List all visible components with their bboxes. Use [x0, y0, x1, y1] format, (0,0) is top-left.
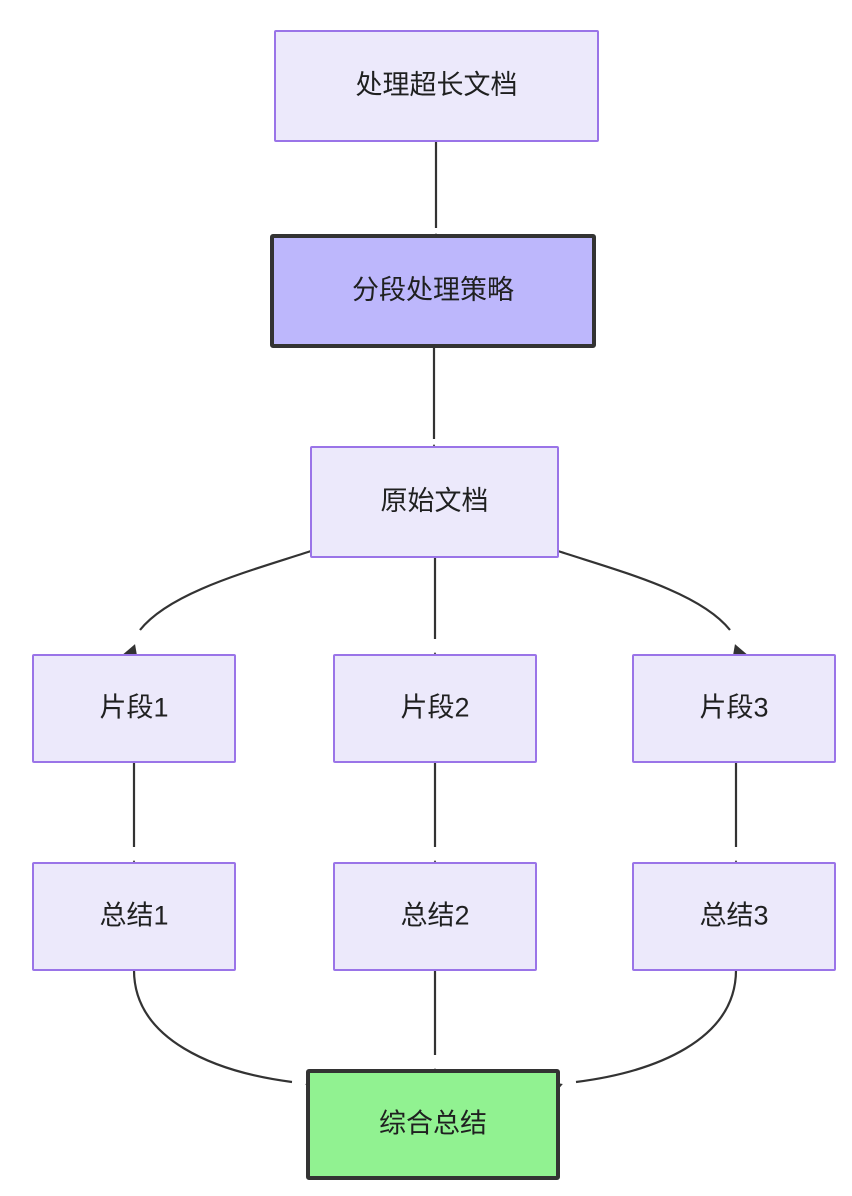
edge-n3-to-n4 — [122, 549, 312, 661]
node-box[interactable] — [333, 654, 537, 763]
node-n3[interactable]: 原始文档 — [310, 446, 559, 558]
edge-line — [575, 969, 738, 1084]
node-n7[interactable]: 总结1 — [32, 862, 236, 971]
edge-line — [132, 969, 293, 1084]
node-n1[interactable]: 处理超长文档 — [274, 30, 599, 142]
edge-n2-to-n3 — [426, 346, 442, 458]
node-n8[interactable]: 总结2 — [333, 862, 537, 971]
edge-n8-to-n10 — [427, 970, 443, 1082]
node-n5[interactable]: 片段2 — [333, 654, 537, 763]
node-n9[interactable]: 总结3 — [632, 862, 836, 971]
node-label: 分段处理策略 — [352, 275, 514, 305]
node-box[interactable] — [306, 1069, 560, 1180]
node-label: 片段3 — [699, 693, 768, 723]
edge-n5-to-n8 — [427, 762, 443, 874]
edge-n7-to-n10 — [132, 969, 322, 1097]
node-box[interactable] — [632, 654, 836, 763]
edge-line — [139, 549, 312, 631]
node-box[interactable] — [32, 654, 236, 763]
node-box[interactable] — [333, 862, 537, 971]
node-n4[interactable]: 片段1 — [32, 654, 236, 763]
edge-line — [557, 549, 731, 631]
edge-n6-to-n9 — [728, 762, 744, 874]
node-n10[interactable]: 综合总结 — [306, 1069, 560, 1180]
node-box[interactable] — [274, 30, 599, 142]
edge-n9-to-n10 — [546, 969, 738, 1097]
node-label: 总结3 — [699, 901, 768, 931]
node-n2[interactable]: 分段处理策略 — [270, 234, 596, 348]
node-label: 处理超长文档 — [356, 70, 518, 100]
node-label: 总结2 — [400, 901, 469, 931]
edge-n3-to-n6 — [557, 549, 748, 661]
node-n6[interactable]: 片段3 — [632, 654, 836, 763]
node-box[interactable] — [310, 446, 559, 558]
node-label: 原始文档 — [381, 486, 489, 516]
node-box[interactable] — [32, 862, 236, 971]
edge-n3-to-n5 — [427, 557, 443, 666]
edge-n4-to-n7 — [126, 762, 142, 874]
node-label: 片段1 — [99, 693, 168, 723]
edge-n1-to-n2 — [428, 141, 444, 247]
node-label: 片段2 — [400, 693, 469, 723]
node-box[interactable] — [270, 234, 596, 348]
node-label: 总结1 — [99, 901, 168, 931]
node-box[interactable] — [632, 862, 836, 971]
node-label: 综合总结 — [379, 1109, 487, 1139]
